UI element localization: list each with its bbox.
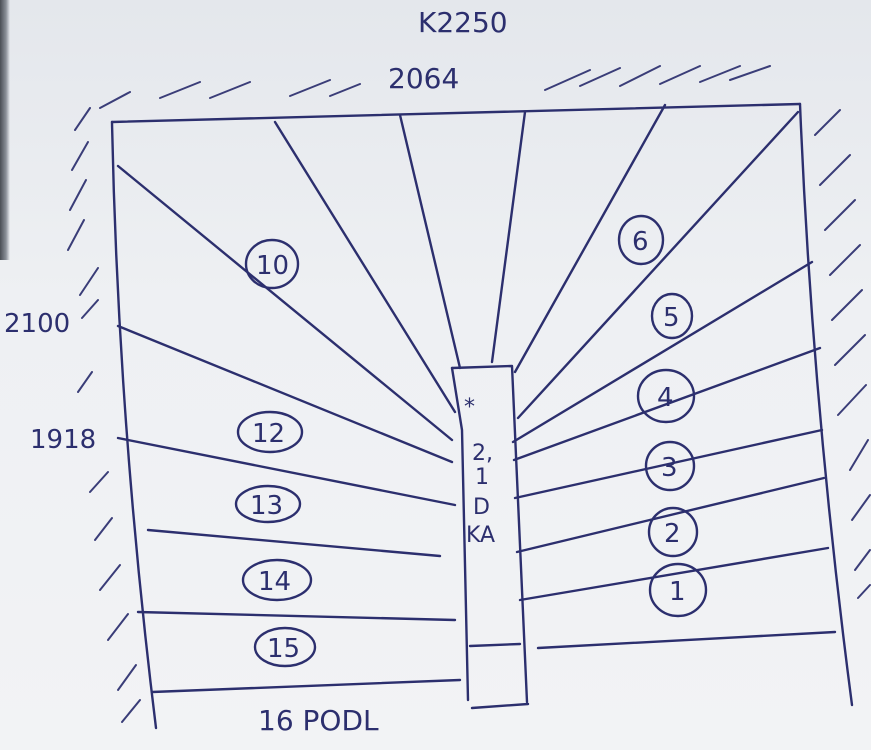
top-dimension: 2064 — [388, 62, 459, 95]
step-1: 1 — [669, 577, 686, 607]
step-2: 2 — [664, 519, 681, 549]
step-3: 3 — [661, 453, 678, 483]
step-6: 6 — [632, 227, 649, 257]
center-text-line2: 1 — [475, 465, 489, 490]
step-12: 12 — [252, 419, 285, 449]
step-circles — [234, 214, 708, 668]
center-text-line3: D — [473, 495, 490, 520]
step-10: 10 — [256, 251, 289, 281]
step-4: 4 — [657, 383, 674, 413]
center-text-line4: KA — [466, 523, 495, 548]
stair-outline — [110, 102, 854, 730]
bottom-label: 16 PODL — [258, 704, 379, 737]
step-15: 15 — [267, 634, 300, 664]
step-5: 5 — [663, 303, 680, 333]
winder-lines-right — [490, 103, 837, 650]
center-text-line1: 2, — [472, 441, 493, 466]
step-13: 13 — [250, 491, 283, 521]
wall-hatching — [67, 65, 871, 723]
step-14: 14 — [258, 567, 291, 597]
center-mark: * — [464, 395, 475, 420]
winder-lines-left — [116, 113, 462, 694]
photo-edge-shadow — [0, 0, 10, 260]
title-label: K2250 — [418, 6, 508, 39]
left-dimension-2100: 2100 — [4, 309, 70, 339]
center-newel — [450, 364, 530, 710]
left-dimension-1918: 1918 — [30, 425, 96, 455]
